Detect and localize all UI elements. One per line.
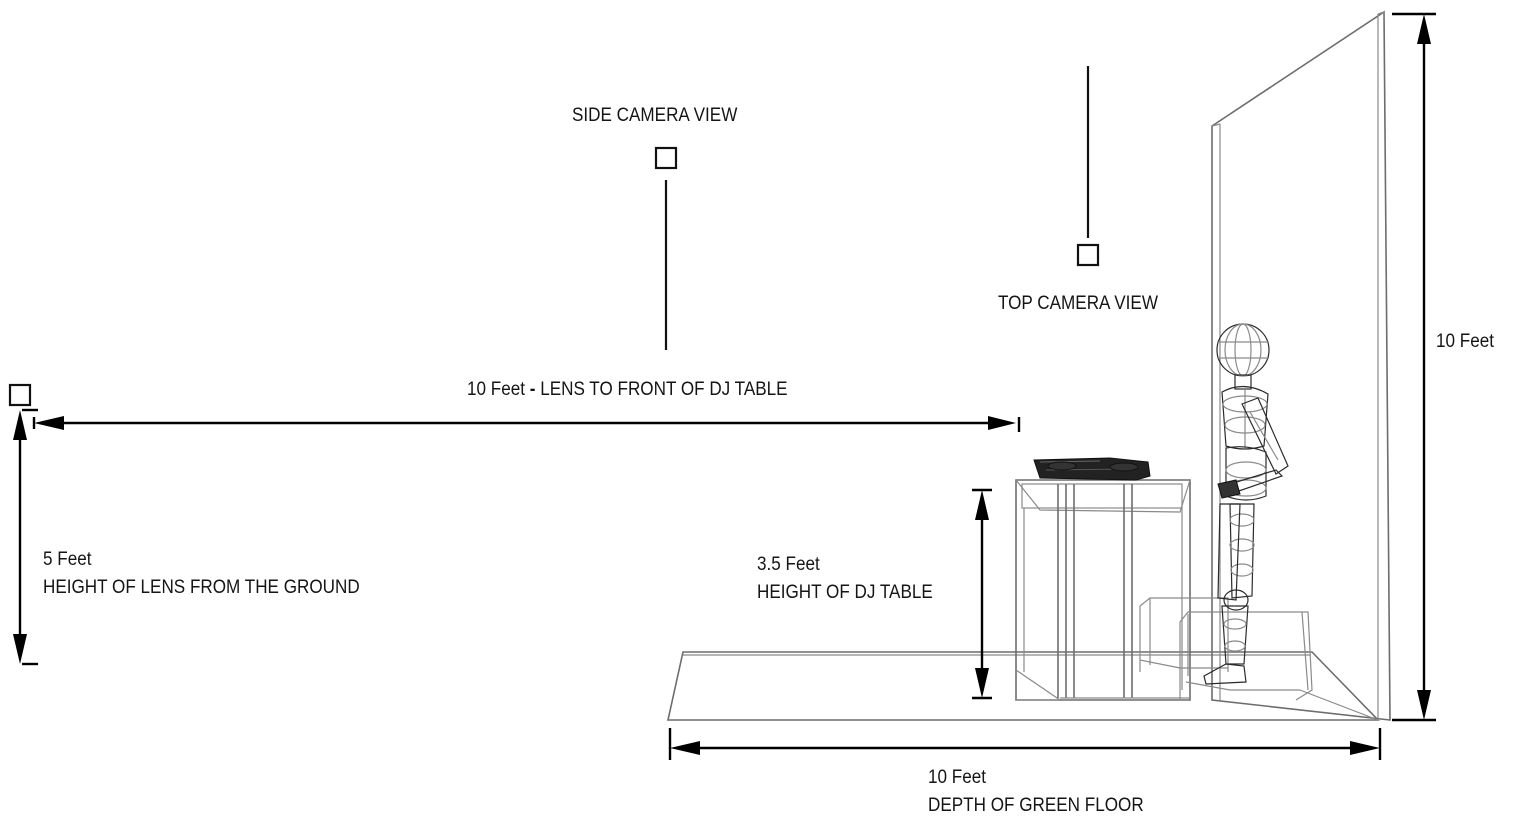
bench-left <box>1139 597 1229 672</box>
wall-height-dimension <box>1392 12 1436 722</box>
lens-distance-separator: - <box>529 379 536 400</box>
floor-depth-dimension <box>668 728 1382 760</box>
arrowhead-right <box>1350 741 1380 755</box>
arrowhead-up <box>13 410 27 440</box>
dj-figure <box>1203 323 1289 685</box>
side-camera <box>654 146 678 350</box>
arrowhead-right <box>988 416 1016 430</box>
top-camera-icon <box>1076 243 1100 267</box>
green-floor <box>667 651 1380 721</box>
lens-height-dimension <box>13 408 38 666</box>
table-height-dimension <box>972 488 992 700</box>
lens-distance-dimension <box>32 416 1021 432</box>
lens-height-value: 5 Feet <box>43 549 92 570</box>
top-camera <box>1076 66 1100 267</box>
table-height-desc: HEIGHT OF DJ TABLE <box>757 582 933 603</box>
arrowhead-up <box>1417 14 1431 44</box>
lens-distance-value: 10 Feet <box>467 379 530 400</box>
arrowhead-left <box>670 741 700 755</box>
arrowhead-down <box>1417 690 1431 720</box>
side-camera-icon <box>654 146 678 170</box>
front-camera <box>8 383 32 407</box>
floor-depth-value: 10 Feet <box>928 767 986 788</box>
floor-depth-desc: DEPTH OF GREEN FLOOR <box>928 795 1144 816</box>
front-camera-icon <box>8 383 32 407</box>
wall-height-label: 10 Feet <box>1436 331 1494 352</box>
back-wall <box>1211 10 1391 721</box>
dj-table <box>1015 457 1191 701</box>
table-height-value: 3.5 Feet <box>757 554 820 575</box>
lens-distance-label: 10 Feet - LENS TO FRONT OF DJ TABLE <box>467 376 788 404</box>
arrowhead-left <box>34 416 64 430</box>
lens-height-desc: HEIGHT OF LENS FROM THE GROUND <box>43 577 360 598</box>
arrowhead-down <box>975 668 989 698</box>
top-camera-label: TOP CAMERA VIEW <box>998 293 1158 314</box>
arrowhead-down <box>13 634 27 664</box>
turntable-equipment <box>1033 457 1151 481</box>
lens-distance-desc: LENS TO FRONT OF DJ TABLE <box>535 379 788 400</box>
arrowhead-up <box>975 490 989 520</box>
side-camera-label: SIDE CAMERA VIEW <box>572 105 738 126</box>
